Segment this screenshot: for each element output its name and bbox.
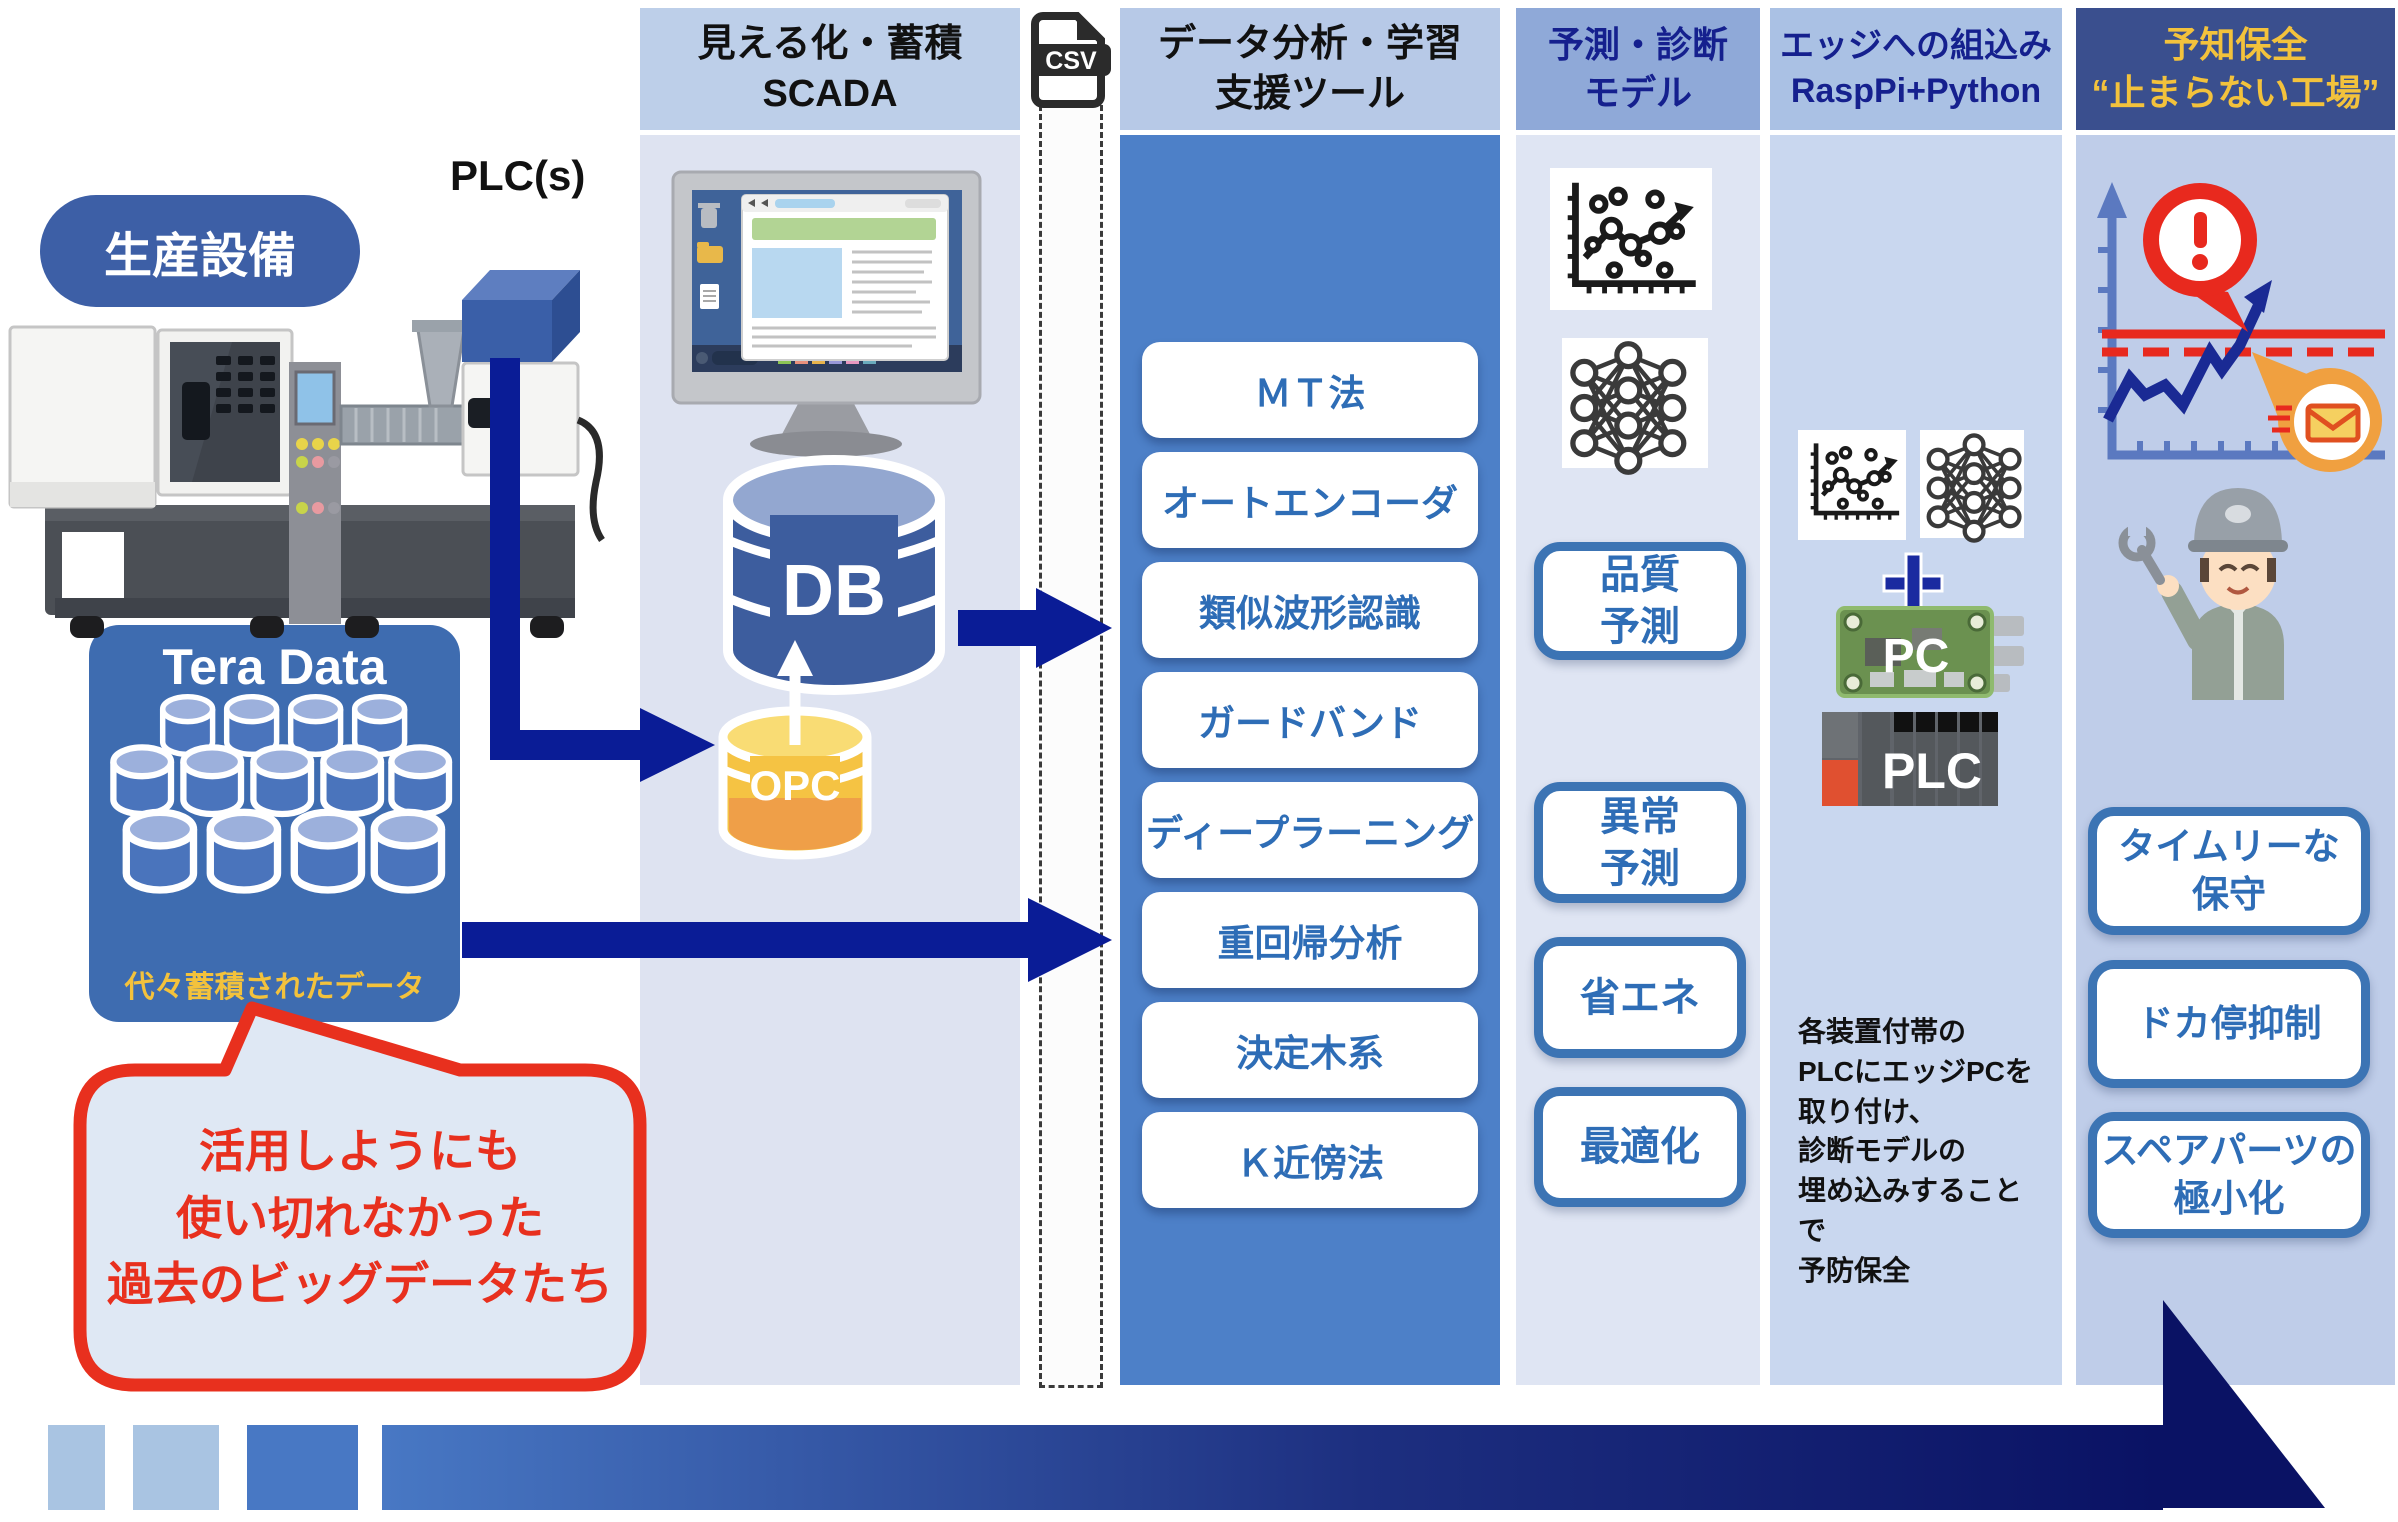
header-analysis-line1: データ分析・学習 xyxy=(1157,22,1462,65)
header-prediction: 予測・診断 モデル xyxy=(1516,8,1760,130)
header-scada-line1: 見える化・蓄積 xyxy=(697,22,963,65)
header-prediction-line1: 予測・診断 xyxy=(1547,24,1728,66)
prediction-energy: 省エネ xyxy=(1534,937,1746,1058)
outcome-spare-parts: スペアパーツの 極小化 xyxy=(2088,1112,2370,1238)
edge-note-line2: PLCにエッジPCを xyxy=(1798,1055,2033,1087)
outcome-timely-maintenance: タイムリーな 保守 xyxy=(2088,807,2370,935)
prediction-anomaly-line1: 異常 xyxy=(1600,794,1680,839)
header-analysis-line2: 支援ツール xyxy=(1214,73,1405,115)
header-maintenance: 予知保全 “止まらない工場” xyxy=(2076,8,2395,130)
outcome-stop-line1: ドカ停抑制 xyxy=(2136,1002,2322,1044)
header-maintenance-line1: 予知保全 xyxy=(2163,24,2308,66)
method-waveform: 類似波形認識 xyxy=(1142,562,1478,658)
edge-note-line6: 予防保全 xyxy=(1798,1254,1911,1286)
prediction-anomaly: 異常 予測 xyxy=(1534,782,1746,903)
bubble-line3: 過去のビッグデータたち xyxy=(107,1258,613,1311)
csv-file-icon: CSV xyxy=(1031,12,1111,108)
bubble-line1: 活用しようにも xyxy=(199,1125,521,1177)
prediction-optimization-line1: 最適化 xyxy=(1580,1125,1700,1169)
bubble-text: 活用しようにも 使い切れなかった 過去のビッグデータたち xyxy=(90,1118,630,1318)
header-scada: 見える化・蓄積 SCADA xyxy=(640,8,1020,130)
csv-file-label: CSV xyxy=(1045,47,1097,75)
header-maintenance-line2: “止まらない工場” xyxy=(2091,72,2380,113)
edge-note-line1: 各装置付帯の xyxy=(1798,1016,1967,1047)
outcome-timely-line2: 保守 xyxy=(2192,874,2266,915)
prediction-quality-line1: 品質 xyxy=(1600,553,1680,597)
header-scada-line2: SCADA xyxy=(762,73,898,115)
outcome-spare-line2: 極小化 xyxy=(2173,1178,2285,1219)
tera-data-title: Tera Data xyxy=(162,639,387,695)
prediction-optimization: 最適化 xyxy=(1534,1087,1746,1207)
header-analysis: データ分析・学習 支援ツール xyxy=(1120,8,1500,130)
production-equipment-label: 生産設備 xyxy=(40,195,360,307)
method-knn: Ｋ近傍法 xyxy=(1142,1112,1478,1208)
header-prediction-line2: モデル xyxy=(1583,72,1692,113)
method-regression: 重回帰分析 xyxy=(1142,892,1478,988)
edge-note-line3: 取り付け、 xyxy=(1798,1095,1937,1127)
method-mt: ＭＴ法 xyxy=(1142,342,1478,438)
plc-label: PLC(s) xyxy=(450,152,586,199)
prediction-quality: 品質 予測 xyxy=(1534,542,1746,660)
header-edge: エッジへの組込み RaspPi+Python xyxy=(1770,8,2062,130)
prediction-energy-line1: 省エネ xyxy=(1580,975,1700,1020)
edge-note: 各装置付帯の PLCにエッジPCを 取り付け、 診断モデルの 埋め込みすることで… xyxy=(1798,1012,2048,1290)
scada-column-body xyxy=(640,135,1020,1385)
production-machine-illustration xyxy=(8,320,605,638)
method-guardband: ガードバンド xyxy=(1142,672,1478,768)
outcome-timely-line1: タイムリーな xyxy=(2118,825,2340,867)
outcome-stop-suppression: ドカ停抑制 xyxy=(2088,960,2370,1088)
method-deeplearning: ディープラーニング xyxy=(1142,782,1478,878)
method-autoencoder: オートエンコーダ xyxy=(1142,452,1478,548)
header-edge-line2: RaspPi+Python xyxy=(1790,72,2042,110)
outcome-spare-line1: スペアパーツの xyxy=(2101,1129,2357,1171)
edge-note-line4: 診断モデルの xyxy=(1798,1135,1967,1167)
bubble-line2: 使い切れなかった xyxy=(176,1191,544,1244)
prediction-quality-line2: 予測 xyxy=(1600,605,1680,649)
tera-data-caption: 代々蓄積されたデータ xyxy=(124,971,425,1004)
csv-pass-through-strip xyxy=(1039,96,1103,1388)
header-edge-line1: エッジへの組込み xyxy=(1780,27,2052,66)
edge-note-line5: 埋め込みすることで xyxy=(1798,1175,2023,1246)
method-decisiontree: 決定木系 xyxy=(1142,1002,1478,1098)
plc-cube-icon xyxy=(462,270,580,362)
prediction-anomaly-line2: 予測 xyxy=(1600,846,1680,891)
